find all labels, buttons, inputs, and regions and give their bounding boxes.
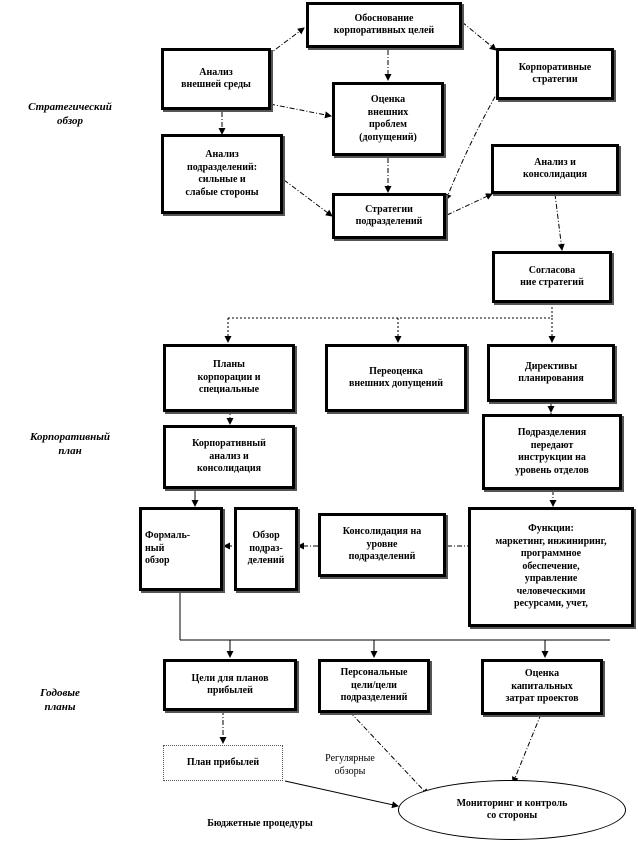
note-budget-procedures: Бюджетные процедуры <box>207 818 313 829</box>
box-corporate-plans: Планы корпорации и специальные <box>163 344 295 412</box>
box-capex-evaluation: Оценка капитальных затрат проектов <box>481 659 603 715</box>
section-annual-plans: Годовые планы <box>40 687 80 714</box>
box-division-analysis: Анализ подразделений: сильные и слабые с… <box>161 134 283 214</box>
box-reevaluation: Переоценка внешних допущений <box>325 344 467 412</box>
box-corporate-goals: Обоснование корпоративных целей <box>306 2 462 48</box>
box-analysis-consolidation: Анализ и консолидация <box>491 144 619 194</box>
box-division-strategies: Стратегии подразделений <box>332 193 446 239</box>
box-planning-directives: Директивы планирования <box>487 344 615 402</box>
box-division-review: Обзор подраз- делений <box>234 507 298 591</box>
box-division-instructions: Подразделения передают инструкции на уро… <box>482 414 622 490</box>
section-corporate-plan: Корпоративный план <box>29 431 111 458</box>
box-profit-plan: План прибылей <box>163 745 283 781</box>
box-formal-review: Формаль- ный обзор <box>139 507 223 591</box>
box-personal-goals: Персональные цели/цели подразделений <box>318 659 430 713</box>
box-corporate-strategies: Корпоративные стратегии <box>496 48 614 100</box>
box-functions: Функции: маркетинг, инжиниринг, программ… <box>468 507 634 627</box>
box-division-consolidation: Консолидация на уровне подразделений <box>318 513 446 577</box>
box-corporate-analysis: Корпоративный анализ и консолидация <box>163 425 295 489</box>
box-profit-goals: Цели для планов прибылей <box>163 659 297 711</box>
section-strategic-review: Стратегический обзор <box>28 101 112 128</box>
box-strategy-agreement: Согласова ние стратегий <box>492 251 612 303</box>
box-external-problems-evaluation: Оценка внешних проблем (допущений) <box>332 82 444 156</box>
ellipse-monitoring-control: Мониторинг и контроль со стороны <box>398 780 626 840</box>
note-regular-reviews: Регулярные обзоры <box>325 753 375 777</box>
box-environment-analysis: Анализ внешней среды <box>161 48 271 110</box>
